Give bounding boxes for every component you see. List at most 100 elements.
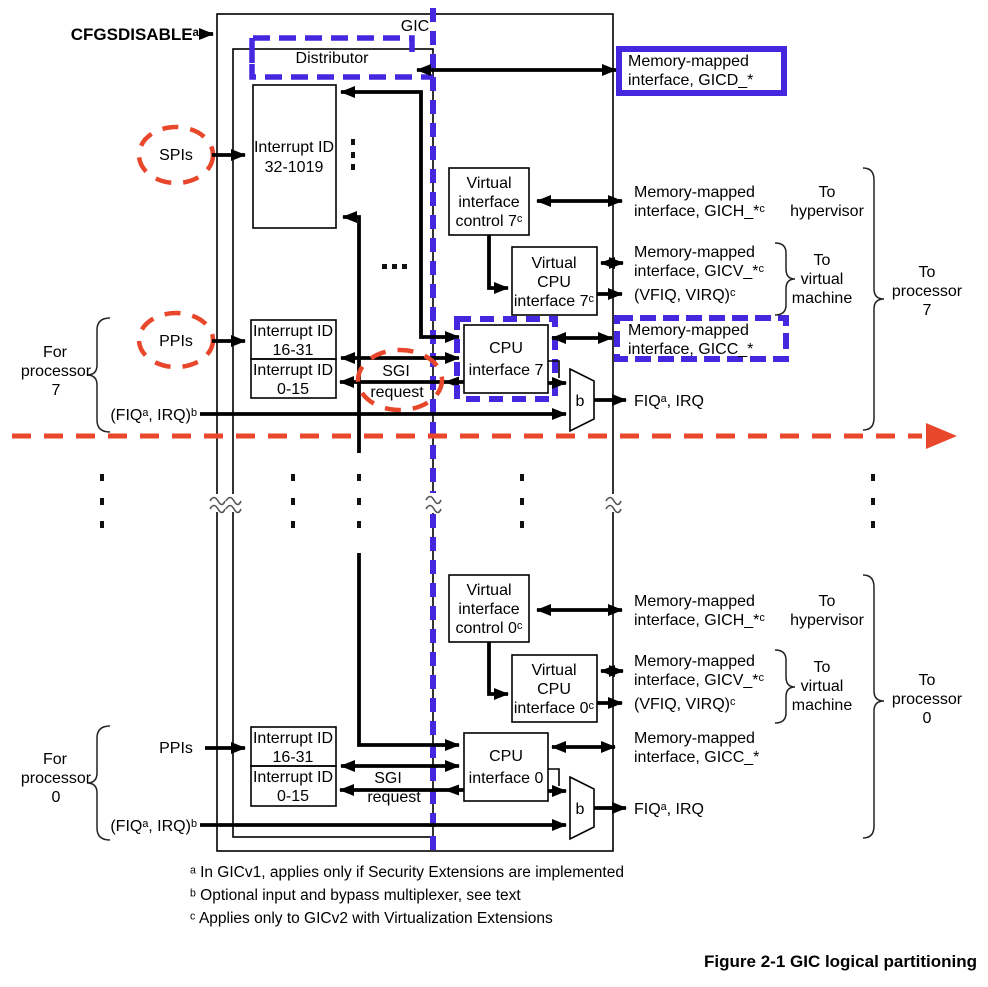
ppis-label-p7: PPIs xyxy=(159,333,193,350)
divider-arrowhead xyxy=(926,423,957,449)
cfgsdisable-label: CFGSDISABLEᵃ xyxy=(71,25,200,44)
arrowhead xyxy=(444,376,459,388)
svg-text:control 7ᶜ: control 7ᶜ xyxy=(455,213,522,230)
svg-text:interface 7ᶜ: interface 7ᶜ xyxy=(514,293,595,310)
virtual-cpu-interface-7-box: Virtual CPU interface 7ᶜ xyxy=(511,246,598,316)
gicc-interface-box-p7: Memory-mapped interface, GICC_* xyxy=(614,315,789,362)
ppis-label-p0: PPIs xyxy=(159,740,193,757)
svg-text:interface 0ᶜ: interface 0ᶜ xyxy=(514,700,595,717)
svg-text:Interrupt ID: Interrupt ID xyxy=(253,362,333,379)
svg-text:virtual: virtual xyxy=(801,271,844,288)
svg-text:request: request xyxy=(370,384,424,401)
svg-text:interface, GICV_*ᶜ: interface, GICV_*ᶜ xyxy=(634,672,765,689)
svg-text:Interrupt ID: Interrupt ID xyxy=(253,730,333,747)
svg-text:Memory-mapped: Memory-mapped xyxy=(628,53,749,70)
svg-text:processor: processor xyxy=(21,363,92,380)
svg-text:CPU: CPU xyxy=(489,748,523,765)
svg-text:To: To xyxy=(814,252,831,269)
svg-text:Memory-mapped: Memory-mapped xyxy=(628,322,749,339)
cpu-interface-0-box: CPU interface 0 xyxy=(463,732,549,802)
virtual-interface-control-0-box: Virtual interface control 0ᶜ xyxy=(448,574,530,643)
ppis-input-p7: PPIs xyxy=(136,310,246,370)
svg-text:SGI: SGI xyxy=(374,770,402,787)
gicv-interface-p0: Memory-mapped interface, GICV_*ᶜ xyxy=(600,653,765,689)
svg-text:Virtual: Virtual xyxy=(466,582,511,599)
gich-interface-p7: Memory-mapped interface, GICH_*ᶜ xyxy=(536,184,765,220)
footnotes: ᵃ In GICv1, applies only if Security Ext… xyxy=(190,864,624,927)
svg-text:To: To xyxy=(814,659,831,676)
vfiq-virq-output-p0: (VFIQ, VIRQ)ᶜ xyxy=(597,696,736,713)
svg-text:interface 0: interface 0 xyxy=(469,770,544,787)
svg-text:interface, GICC_*: interface, GICC_* xyxy=(628,341,753,358)
bypass-mux-p7: b xyxy=(548,360,627,433)
svg-text:For: For xyxy=(43,751,68,768)
svg-text:b: b xyxy=(576,393,585,410)
bypass-mux-p0: b xyxy=(548,768,627,841)
vfiq-virq-output-p7: (VFIQ, VIRQ)ᶜ xyxy=(597,287,736,304)
interrupt-id-sgi-box-p7: Interrupt ID 0-15 xyxy=(250,358,337,399)
svg-text:interface: interface xyxy=(458,194,519,211)
gic-title: GIC xyxy=(401,18,429,35)
interrupt-id-sgi-box-p0: Interrupt ID 0-15 xyxy=(250,765,337,807)
svg-text:hypervisor: hypervisor xyxy=(790,203,864,220)
interrupt-id-spi-box: Interrupt ID 32-1019 xyxy=(252,84,337,229)
fiq-irq-output-p0: FIQᵃ, IRQ xyxy=(634,801,704,818)
svg-text:0: 0 xyxy=(923,710,932,727)
svg-text:Memory-mapped: Memory-mapped xyxy=(634,730,755,747)
fiq-irq-output-p7: FIQᵃ, IRQ xyxy=(634,393,704,410)
gic-outer-box xyxy=(216,13,614,852)
svg-text:Interrupt ID: Interrupt ID xyxy=(254,139,334,156)
footnote-c: ᶜ Applies only to GICv2 with Virtualizat… xyxy=(190,910,553,927)
svg-text:processor: processor xyxy=(892,283,963,300)
arrowhead xyxy=(444,784,459,796)
spis-label: SPIs xyxy=(159,147,193,164)
gich-interface-p0: Memory-mapped interface, GICH_*ᶜ xyxy=(536,593,765,629)
svg-text:(VFIQ, VIRQ)ᶜ: (VFIQ, VIRQ)ᶜ xyxy=(634,696,736,713)
svg-text:Memory-mapped: Memory-mapped xyxy=(634,593,755,610)
fold-continuation-dots xyxy=(100,474,875,528)
for-processor-0: For processor 0 xyxy=(21,725,111,841)
svg-text:0-15: 0-15 xyxy=(277,381,309,398)
for-processor-7: For processor 7 xyxy=(21,317,111,433)
svg-text:Memory-mapped: Memory-mapped xyxy=(634,653,755,670)
vic0-to-vcpu0-arrow xyxy=(487,642,509,700)
svg-text:To: To xyxy=(919,672,936,689)
to-virtual-machine-p0: To virtual machine xyxy=(774,649,852,724)
to-hypervisor-p0: To hypervisor xyxy=(790,593,864,629)
processor-divider xyxy=(12,423,957,449)
svg-text:hypervisor: hypervisor xyxy=(790,612,864,629)
svg-text:(FIQᵃ, IRQ)ᵇ: (FIQᵃ, IRQ)ᵇ xyxy=(110,818,197,835)
svg-text:7: 7 xyxy=(52,382,61,399)
svg-text:(VFIQ, VIRQ)ᶜ: (VFIQ, VIRQ)ᶜ xyxy=(634,287,736,304)
svg-text:Memory-mapped: Memory-mapped xyxy=(634,244,755,261)
svg-text:16-31: 16-31 xyxy=(273,342,314,359)
gicv-interface-p7: Memory-mapped interface, GICV_*ᶜ xyxy=(600,244,765,280)
vic7-to-vcpu7-arrow xyxy=(487,235,509,294)
virtual-interface-control-7-box: Virtual interface control 7ᶜ xyxy=(448,167,530,236)
svg-text:b: b xyxy=(576,801,585,818)
interrupt-id-ppi-box-p7: Interrupt ID 16-31 xyxy=(250,319,337,360)
to-virtual-machine-p7: To virtual machine xyxy=(774,242,852,316)
distributor-routing-lines xyxy=(340,86,460,772)
svg-text:Interrupt ID: Interrupt ID xyxy=(253,769,333,786)
to-processor-0: To processor 0 xyxy=(862,574,963,839)
interrupt-id-ppi-box-p0: Interrupt ID 16-31 xyxy=(250,726,337,767)
svg-text:request: request xyxy=(367,789,421,806)
svg-text:interface 7: interface 7 xyxy=(469,362,544,379)
sgi-request-p0: SGI request xyxy=(339,770,464,806)
footnote-a: ᵃ In GICv1, applies only if Security Ext… xyxy=(190,864,624,881)
gicc-interface-p0: Memory-mapped interface, GICC_* xyxy=(551,730,759,766)
svg-text:Virtual: Virtual xyxy=(531,662,576,679)
svg-text:0-15: 0-15 xyxy=(277,788,309,805)
cpu-interface-7-box: CPU interface 7 xyxy=(454,316,558,402)
svg-text:processor: processor xyxy=(21,770,92,787)
virtual-cpu-interface-0-box: Virtual CPU interface 0ᶜ xyxy=(511,654,598,723)
svg-text:interface, GICH_*ᶜ: interface, GICH_*ᶜ xyxy=(634,612,765,629)
svg-text:processor: processor xyxy=(892,691,963,708)
distributor-dashed-box xyxy=(249,35,433,80)
svg-text:control 0ᶜ: control 0ᶜ xyxy=(455,620,522,637)
svg-text:Virtual: Virtual xyxy=(466,175,511,192)
fiq-irq-bypass-p0: (FIQᵃ, IRQ)ᵇ xyxy=(110,818,567,835)
svg-text:7: 7 xyxy=(923,302,932,319)
